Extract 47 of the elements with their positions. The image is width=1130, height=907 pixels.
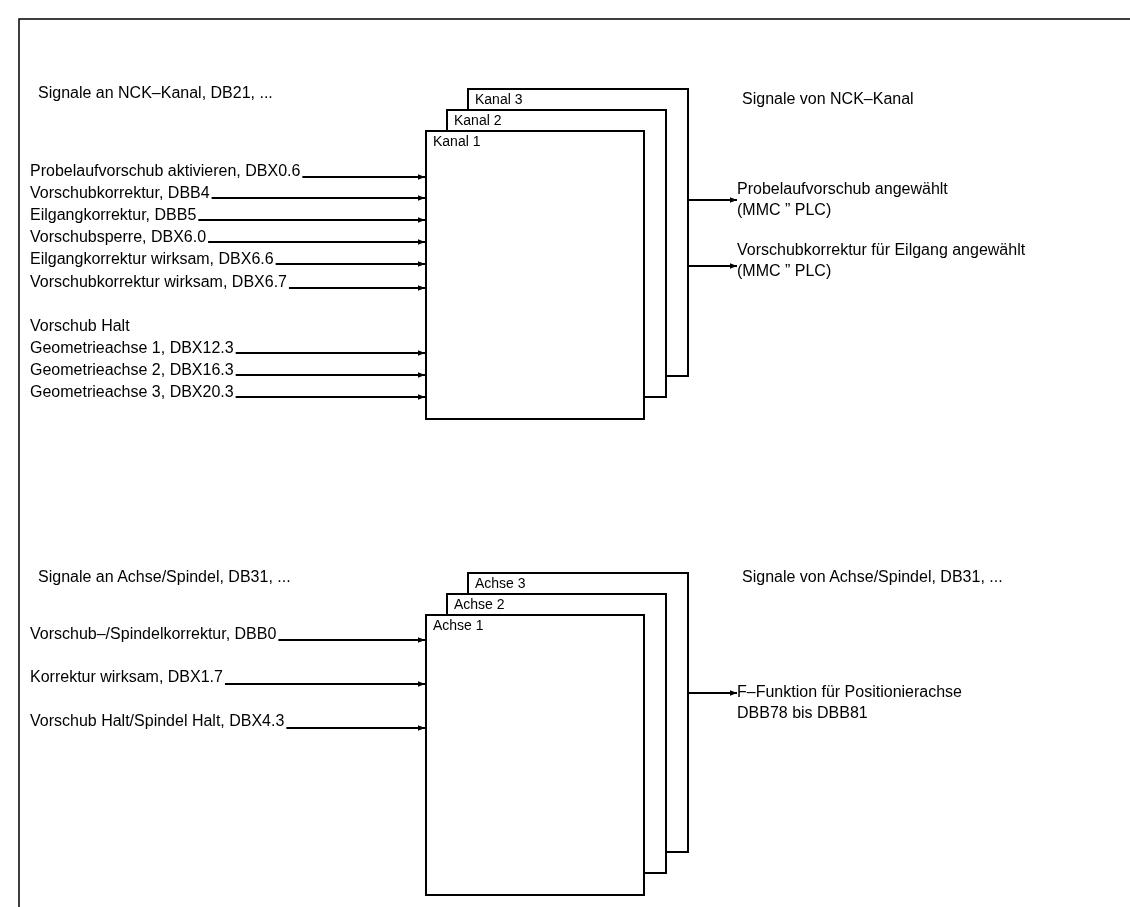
signal-label: Vorschub–/Spindelkorrektur, DBB0: [30, 623, 277, 644]
box-title: Achse 3: [475, 575, 526, 592]
arrow: [207, 239, 426, 245]
card-tab: [446, 593, 667, 616]
card-tab: [446, 109, 667, 132]
signal-label: Geometrieachse 2, DBX16.3: [30, 359, 234, 380]
signal-label: Geometrieachse 3, DBX20.3: [30, 381, 234, 402]
block-box: [425, 614, 645, 896]
card-tab: [467, 88, 689, 111]
signal-label: Eilgangkorrektur, DBB5: [30, 204, 197, 225]
box-title: Kanal 3: [475, 91, 523, 108]
heading-label: Signale an Achse/Spindel, DB31, ...: [38, 567, 291, 587]
arrow: [234, 394, 426, 400]
arrow: [210, 195, 426, 201]
arrow: [285, 725, 426, 731]
arrow: [274, 261, 426, 267]
box-title: Achse 1: [433, 617, 484, 634]
box-title: Achse 2: [454, 596, 505, 613]
arrow: [234, 372, 426, 378]
signal-label: Probelaufvorschub aktivieren, DBX0.6: [30, 160, 301, 181]
box-title: Kanal 2: [454, 112, 502, 129]
signal-label: Vorschubkorrektur, DBB4: [30, 182, 210, 203]
arrow: [197, 217, 426, 223]
signal-label: F–Funktion für Positionierachse DBB78 bis DBB81: [737, 681, 1017, 723]
heading-label: Signale an NCK–Kanal, DB21, ...: [38, 83, 273, 103]
signal-label: Vorschubkorrektur wirksam, DBX6.7: [30, 271, 287, 292]
signal-label: Vorschub Halt/Spindel Halt, DBX4.3: [30, 710, 285, 731]
signal-label: Vorschubkorrektur für Eilgang angewählt (MMC ” PLC): [737, 239, 1072, 281]
heading-label: Signale von Achse/Spindel, DB31, ...: [742, 567, 1003, 587]
arrow: [288, 285, 426, 291]
arrow: [223, 681, 426, 687]
arrow: [277, 637, 426, 643]
block-box: [425, 130, 645, 420]
signal-label: Eilgangkorrektur wirksam, DBX6.6: [30, 248, 274, 269]
arrow: [234, 350, 426, 356]
arrow: [688, 263, 738, 269]
arrow: [688, 197, 738, 203]
heading-label: Vorschub Halt: [30, 316, 130, 336]
signal-label: Probelaufvorschub angewählt (MMC ” PLC): [737, 178, 977, 220]
signal-label: Geometrieachse 1, DBX12.3: [30, 337, 234, 358]
box-title: Kanal 1: [433, 133, 481, 150]
arrow: [301, 174, 426, 180]
card-tab: [467, 572, 689, 595]
heading-label: Signale von NCK–Kanal: [742, 89, 914, 109]
signal-label: Korrektur wirksam, DBX1.7: [30, 666, 223, 687]
signal-label: Vorschubsperre, DBX6.0: [30, 226, 207, 247]
arrow: [688, 690, 738, 696]
